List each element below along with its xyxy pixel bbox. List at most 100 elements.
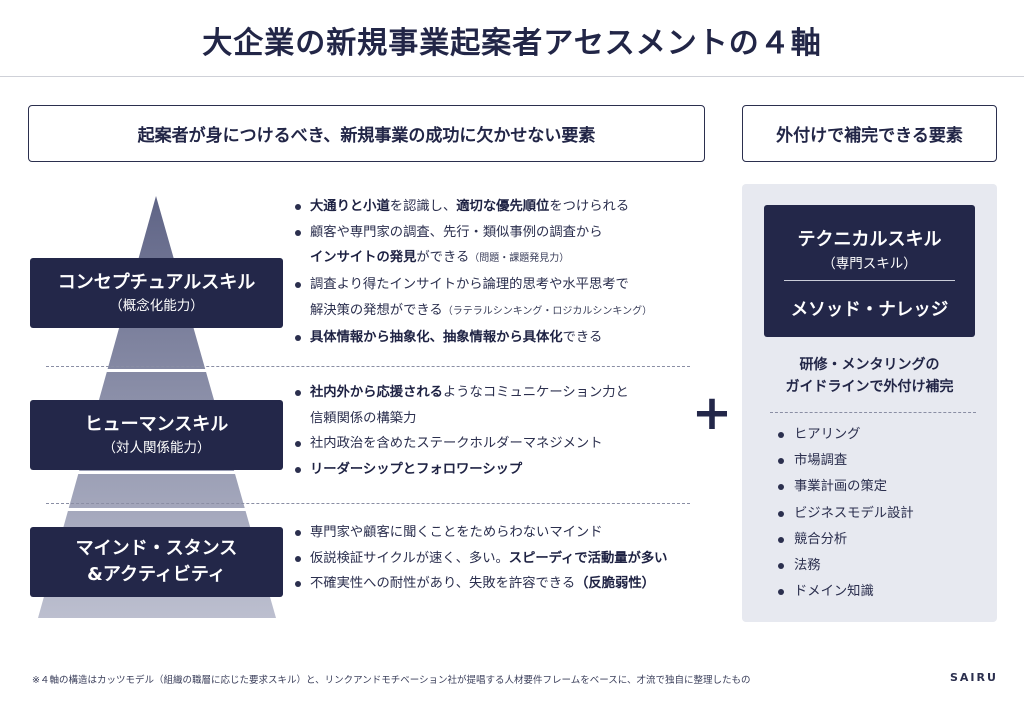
list-item: 調査より得たインサイトから論理的思考や水平思考で	[294, 272, 652, 298]
list-item: 社内政治を含めたステークホルダーマネジメント	[294, 431, 629, 457]
list-item: 顧客や専門家の調査、先行・類似事例の調査から	[294, 220, 652, 246]
list-item: ドメイン知識	[774, 579, 914, 605]
bullet-icon	[295, 530, 301, 536]
panel-divider	[770, 412, 976, 413]
bullet-icon	[778, 432, 784, 438]
list-item: 不確実性への耐性があり、失敗を許容できる（反脆弱性）	[294, 571, 667, 597]
human-skill-list: 社内外から応援されるようなコミュニケーション力と 信頼関係の構築力 社内政治を含…	[294, 380, 629, 483]
list-item: 市場調査	[774, 448, 914, 474]
bullet-icon	[778, 589, 784, 596]
text: 法務	[794, 558, 821, 574]
text: 不確実性への耐性があり、失敗を許容できる	[310, 576, 576, 592]
conceptual-skill-sub: （概念化能力）	[109, 298, 204, 314]
text: ビジネスモデル設計	[794, 505, 914, 521]
human-skill-sub: （対人関係能力）	[102, 440, 211, 456]
pyramid-band-1	[30, 369, 290, 372]
section-divider-2	[46, 503, 690, 504]
list-item: 事業計画の策定	[774, 474, 914, 500]
bullet-icon	[778, 458, 784, 465]
technical-skill-sub: （専門スキル）	[822, 256, 917, 272]
text: 調査より得たインサイトから論理的思考や水平思考で	[310, 277, 629, 293]
emphasis: インサイトの発見	[310, 250, 417, 266]
mind-stance-box: マインド・スタンス &アクティビティ	[30, 527, 283, 597]
emphasis: リーダーシップとフォロワーシップ	[310, 462, 523, 478]
text: ようなコミュニケーション力と	[442, 385, 629, 400]
emphasis: 社内外から応援される	[310, 385, 443, 400]
list-item: 専門家や顧客に聞くことをためらわないマインド	[294, 520, 667, 546]
conceptual-skill-list: 大通りと小道を認識し、適切な優先順位をつけられる 顧客や専門家の調査、先行・類似…	[294, 194, 652, 350]
bullet-icon	[295, 334, 301, 341]
bullet-icon	[295, 390, 301, 396]
list-item-continuation: 信頼関係の構築力	[294, 406, 629, 432]
text: 信頼関係の構築力	[310, 410, 417, 426]
list-item: ビジネスモデル設計	[774, 501, 914, 527]
bullet-icon	[295, 581, 301, 588]
human-skill-box: ヒューマンスキル （対人関係能力）	[30, 400, 283, 470]
left-section-header: 起案者が身につけるべき、新規事業の成功に欠かせない要素	[28, 105, 705, 162]
text: 仮説検証サイクルが速く、多い。	[310, 550, 509, 566]
text: をつけられる	[549, 199, 630, 214]
list-item-continuation: インサイトの発見ができる（問題・課題発見力）	[294, 245, 652, 272]
text: できる	[562, 329, 603, 345]
bullet-icon	[778, 536, 784, 543]
list-item: リーダーシップとフォロワーシップ	[294, 457, 629, 483]
text: ができる	[416, 250, 470, 266]
section-divider-1	[46, 366, 690, 367]
bullet-icon	[295, 282, 301, 289]
note: （問題・課題発見力）	[469, 253, 570, 265]
sairu-logo: SAIRU	[950, 671, 998, 684]
text: ヒアリング	[794, 427, 861, 442]
text: 専門家や顧客に聞くことをためらわないマインド	[310, 525, 603, 540]
pyramid-band-3	[30, 508, 290, 511]
technical-skill-name: テクニカルスキル	[797, 229, 942, 250]
external-elements-panel: テクニカルスキル （専門スキル） メソッド・ナレッジ 研修・メンタリングの ガイ…	[742, 184, 997, 622]
bullet-icon	[295, 204, 301, 210]
list-item: 具体情報から抽象化、抽象情報から具体化できる	[294, 325, 652, 351]
text: 市場調査	[794, 453, 848, 469]
emphasis: 大通りと小道	[310, 199, 390, 214]
pyramid-band-2	[30, 471, 290, 474]
bullet-icon	[295, 467, 301, 474]
list-item: 大通りと小道を認識し、適切な優先順位をつけられる	[294, 194, 652, 220]
text: 社内政治を含めたステークホルダーマネジメント	[310, 436, 603, 452]
technical-box-divider	[784, 280, 955, 281]
bullet-icon	[295, 555, 301, 562]
right-header-text: 外付けで補完できる要素	[776, 126, 963, 146]
text: 事業計画の策定	[794, 479, 888, 495]
conceptual-skill-name: コンセプチュアルスキル	[57, 272, 256, 293]
left-header-text: 起案者が身につけるべき、新規事業の成功に欠かせない要素	[137, 126, 596, 146]
text: を認識し、	[389, 199, 457, 214]
panel-note-line-2: ガイドラインで外付け補完	[785, 379, 954, 395]
technical-skill-box: テクニカルスキル （専門スキル） メソッド・ナレッジ	[764, 205, 975, 337]
text: 解決策の発想ができる	[310, 302, 443, 318]
page-title: 大企業の新規事業起案者アセスメントの４軸	[202, 26, 822, 61]
mind-stance-name-2: &アクティビティ	[87, 564, 226, 585]
title-divider	[0, 76, 1024, 77]
bullet-icon	[295, 441, 301, 448]
bullet-icon	[295, 229, 301, 236]
list-item: ヒアリング	[774, 422, 914, 448]
text: ドメイン知識	[794, 584, 874, 600]
text: 競合分析	[794, 531, 848, 547]
text: 顧客や専門家の調査、先行・類似事例の調査から	[310, 224, 603, 240]
bullet-icon	[778, 563, 784, 570]
emphasis: 適切な優先順位	[456, 199, 550, 214]
list-item: 社内外から応援されるようなコミュニケーション力と	[294, 380, 629, 406]
mind-stance-list: 専門家や顧客に聞くことをためらわないマインド 仮説検証サイクルが速く、多い。スピ…	[294, 520, 667, 597]
list-item: 仮説検証サイクルが速く、多い。スピーディで活動量が多い	[294, 546, 667, 572]
conceptual-skill-box: コンセプチュアルスキル （概念化能力）	[30, 258, 283, 328]
bullet-icon	[778, 484, 784, 491]
note: （ラテラルシンキング・ロジカルシンキング）	[442, 305, 653, 317]
emphasis: 具体情報から抽象化、抽象情報から具体化	[310, 329, 563, 345]
human-skill-name: ヒューマンスキル	[84, 414, 229, 435]
bullet-icon	[778, 510, 784, 517]
mind-stance-name-1: マインド・スタンス	[75, 538, 238, 559]
footnote: ※４軸の構造はカッツモデル（組織の職層に応じた要求スキル）と、リンクアンドモチベ…	[32, 675, 751, 686]
method-knowledge-label: メソッド・ナレッジ	[790, 300, 949, 320]
emphasis: スピーディで活動量が多い	[508, 550, 668, 566]
technical-items-list: ヒアリング 市場調査 事業計画の策定 ビジネスモデル設計 競合分析 法務 ドメイ…	[774, 422, 914, 605]
list-item-continuation: 解決策の発想ができる（ラテラルシンキング・ロジカルシンキング）	[294, 298, 652, 325]
list-item: 法務	[774, 553, 914, 579]
list-item: 競合分析	[774, 527, 914, 553]
right-section-header: 外付けで補完できる要素	[742, 105, 997, 162]
